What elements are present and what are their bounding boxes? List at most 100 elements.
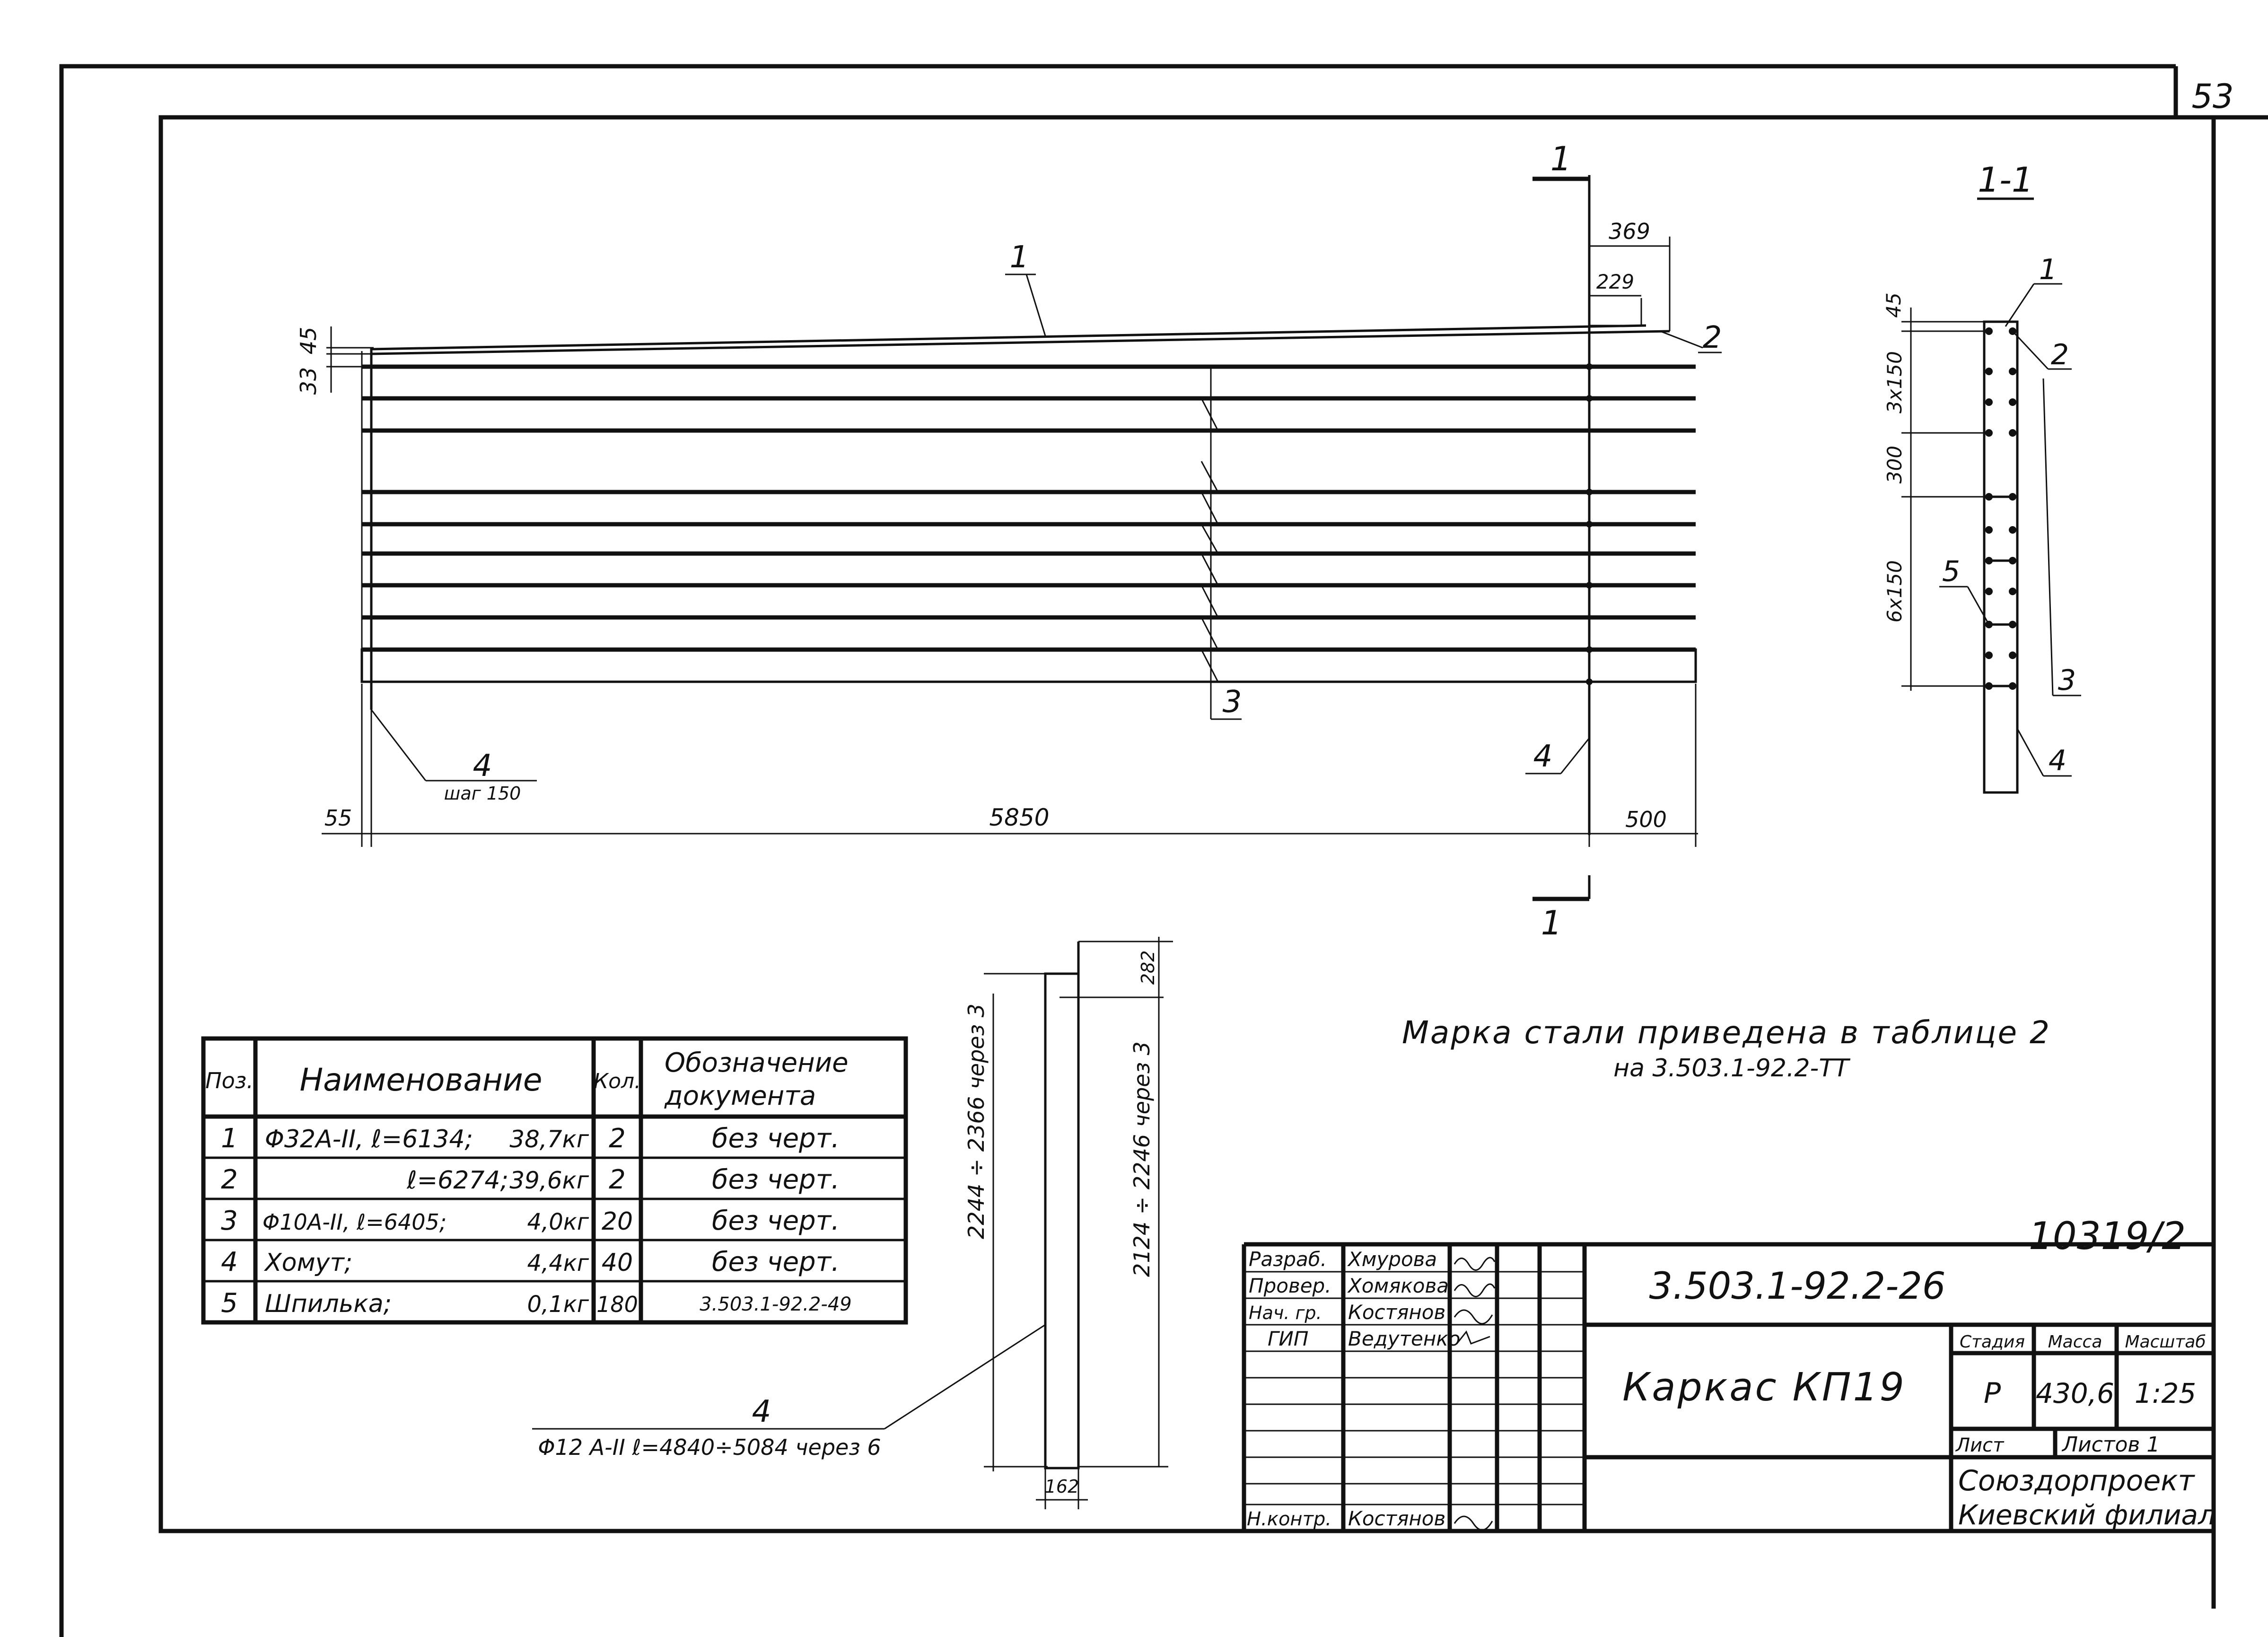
- people-2-role: Провер.: [1249, 1274, 1331, 1297]
- section-bars: [1985, 327, 2016, 690]
- people-1-role: Разраб.: [1249, 1248, 1327, 1271]
- doc-code: 3.503.1-92.2-26: [1649, 1265, 1946, 1308]
- note-line-2: на 3.503.1-92.2-ТТ: [1613, 1054, 1851, 1083]
- dim-top-total: 369: [1609, 219, 1650, 244]
- table-row-5-name: Шпилька;: [265, 1290, 392, 1318]
- people-3-role: Нач. гр.: [1249, 1303, 1322, 1323]
- callout-1: 1: [1010, 240, 1029, 275]
- stirrup-callout-num: 4: [752, 1394, 771, 1429]
- table-header-name: Наименование: [300, 1062, 543, 1098]
- dim-bottom-right: 500: [1625, 807, 1667, 832]
- table-row-5-qty: 180: [596, 1292, 638, 1317]
- table-row-4-doc: без черт.: [712, 1247, 840, 1277]
- table-header-doc-2: документа: [664, 1081, 816, 1111]
- table-row-3-qty: 20: [602, 1207, 633, 1236]
- section-mark-top: 1: [1550, 140, 1572, 178]
- section-dim-3x150: 3х150: [1883, 351, 1906, 414]
- sheet-label: Лист: [1955, 1435, 2005, 1456]
- table-header-qty: Кол.: [594, 1069, 641, 1093]
- dim-left-a: 45: [296, 327, 321, 355]
- longitudinal-bars: [360, 364, 1697, 683]
- signatures: [1454, 1257, 1496, 1531]
- stirrup-dim-left: 2244 ÷ 2366 через 3: [963, 1003, 989, 1239]
- title-block: 10319/2 Разраб. Хмурова Провер. Хомякова…: [1242, 1214, 2215, 1531]
- callout-2: 2: [1703, 320, 1722, 355]
- section-dim-300: 300: [1883, 446, 1906, 484]
- org-line-1: Союздорпроект: [1958, 1464, 2195, 1497]
- stirrup-callout-text: Φ12 А-II ℓ=4840÷5084 через 6: [538, 1435, 881, 1460]
- spec-table: Поз. Наименование Кол. Обозначение докум…: [201, 1036, 908, 1325]
- stage-label: Стадия: [1960, 1332, 2025, 1352]
- table-row-5-doc: 3.503.1-92.2-49: [700, 1294, 852, 1315]
- section-callout-4: 4: [2049, 744, 2067, 777]
- table-row-5-mass: 0,1кг: [527, 1291, 589, 1318]
- callout-4-left-note: шаг 150: [444, 783, 521, 804]
- sheets-label: Листов 1: [2061, 1433, 2160, 1457]
- section-callout-1: 1: [2039, 253, 2057, 286]
- norm-control-name: Костянов: [1348, 1507, 1445, 1530]
- section-callout-2: 2: [2051, 338, 2069, 371]
- sheet-number: 53: [2191, 77, 2233, 116]
- table-row-2-mass: 39,6кг: [509, 1167, 589, 1194]
- section-title: 1-1: [1978, 160, 2033, 200]
- table-row-2-name: ℓ=6274;: [406, 1166, 508, 1195]
- table-row-2-qty: 2: [609, 1164, 626, 1195]
- table-row-3-name: Φ10А-II, ℓ=6405;: [263, 1209, 447, 1235]
- scale-label: Масштаб: [2125, 1332, 2206, 1352]
- norm-control-role: Н.контр.: [1247, 1508, 1331, 1530]
- inventory-number: 10319/2: [2029, 1214, 2186, 1258]
- callout-4-left: 4: [473, 748, 492, 783]
- callout-4-right: 4: [1533, 739, 1553, 774]
- table-row-2-doc: без черт.: [712, 1164, 840, 1195]
- people-2-name: Хомякова: [1347, 1274, 1449, 1297]
- table-row-1-qty: 2: [609, 1123, 626, 1154]
- drawing-title: Каркас КП19: [1622, 1365, 1906, 1410]
- position-3-hooks: [1200, 367, 1242, 720]
- people-4-name: Ведутенко: [1348, 1327, 1460, 1350]
- section-1-1: 1-1 45 3х150 300 6х150: [1882, 160, 2081, 794]
- table-row-1-doc: без черт.: [712, 1123, 840, 1154]
- dim-bottom-main: 5850: [989, 804, 1049, 831]
- stirrup-dim-bottom: 162: [1045, 1476, 1079, 1497]
- people-1-name: Хмурова: [1347, 1248, 1437, 1271]
- table-row-5-pos: 5: [221, 1288, 238, 1319]
- section-dim-45: 45: [1882, 292, 1905, 317]
- stirrup-dim-top: 282: [1138, 951, 1158, 985]
- table-row-4-qty: 40: [602, 1249, 633, 1277]
- table-row-3-mass: 4,0кг: [527, 1209, 589, 1235]
- people-4-role: ГИП: [1268, 1327, 1308, 1350]
- people-3-name: Костянов: [1348, 1301, 1445, 1324]
- mass-label: Масса: [2048, 1332, 2102, 1352]
- dim-bottom-left: 55: [324, 805, 352, 831]
- org-line-2: Киевский филиал: [1958, 1499, 2215, 1531]
- table-row-4-mass: 4,4кг: [527, 1250, 589, 1276]
- section-callout-3: 3: [2058, 664, 2076, 697]
- callout-3: 3: [1223, 685, 1242, 720]
- dim-top-inner: 229: [1596, 270, 1634, 293]
- mass-value: 430,6: [2036, 1377, 2114, 1409]
- stirrup-detail: 282 2244 ÷ 2366 через 3 2124 ÷ 2246 чере…: [532, 937, 1173, 1509]
- sheet-frame: [59, 64, 2268, 1637]
- note-line-1: Марка стали приведена в таблице 2: [1402, 1014, 2051, 1051]
- table-row-3-pos: 3: [221, 1206, 238, 1236]
- table-header-pos: Поз.: [205, 1068, 254, 1093]
- main-elevation: 1 2 3 4 шаг 150 4 1 1 369 229 45 33: [296, 140, 1722, 942]
- table-header-doc-1: Обозначение: [665, 1047, 849, 1078]
- stirrup-dim-right: 2124 ÷ 2246 через 3: [1129, 1041, 1155, 1277]
- table-row-4-name: Хомут;: [263, 1249, 352, 1277]
- section-mark-bottom: 1: [1541, 904, 1562, 942]
- table-row-1-mass: 38,7кг: [509, 1126, 589, 1153]
- table-row-1-pos: 1: [221, 1123, 238, 1154]
- scale-value: 1:25: [2135, 1377, 2196, 1409]
- table-row-3-doc: без черт.: [712, 1206, 840, 1236]
- section-callout-5: 5: [1942, 555, 1960, 588]
- stage-value: Р: [1984, 1377, 2001, 1410]
- section-dim-6x150: 6х150: [1883, 560, 1906, 623]
- tie-points: [1586, 363, 1593, 685]
- dim-left-b: 33: [296, 367, 321, 395]
- table-row-1-name: Φ32А-II, ℓ=6134;: [265, 1125, 473, 1153]
- table-row-2-pos: 2: [221, 1164, 238, 1195]
- table-row-4-pos: 4: [221, 1247, 238, 1277]
